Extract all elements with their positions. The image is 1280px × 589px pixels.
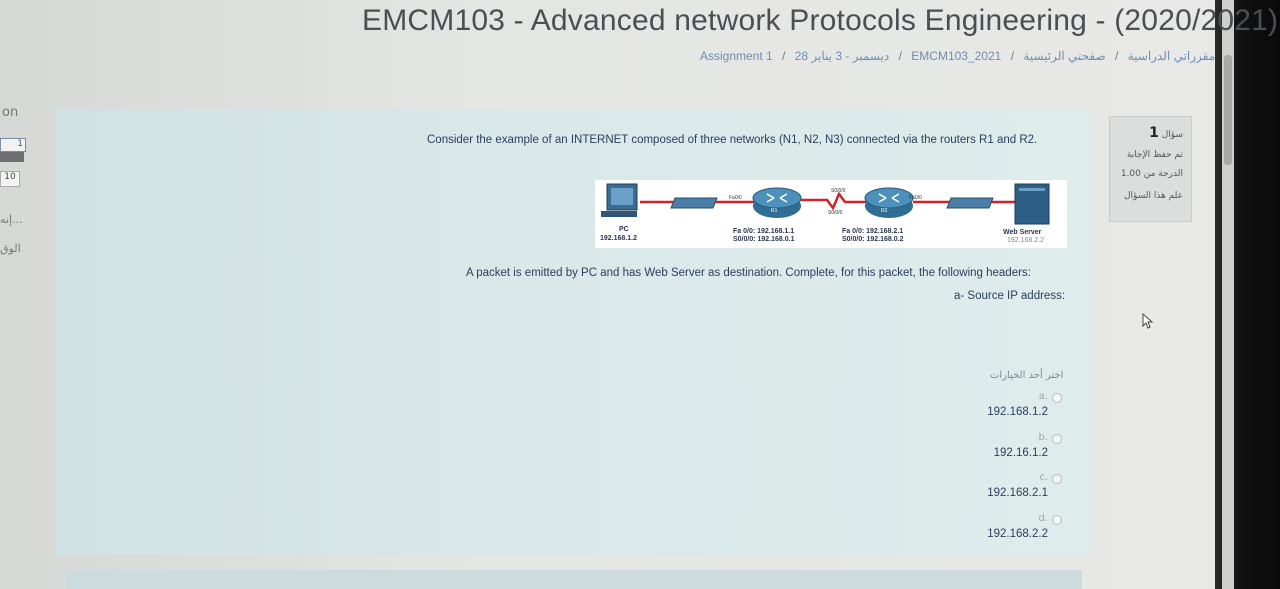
breadcrumb: Assignment 1 / 28 ديسمبر - 3 يناير / EMC…: [700, 49, 1215, 63]
option-value-b[interactable]: 192.16.1.2: [993, 447, 1048, 459]
breadcrumb-course[interactable]: EMCM103_2021: [911, 49, 1002, 63]
course-title: EMCM103 - Advanced network Protocols Eng…: [362, 4, 1279, 37]
finish-attempt-link[interactable]: إنه...: [0, 213, 23, 226]
flag-question-link[interactable]: علم هذا السؤال: [1124, 191, 1183, 201]
option-letter-c: c.: [1039, 472, 1048, 483]
breadcrumb-separator: /: [1115, 49, 1119, 63]
serial-link-r1-r2: [800, 191, 867, 211]
question-number: سؤال 1: [1146, 125, 1183, 141]
question-mark: الدرجة من 1.00: [1120, 169, 1183, 179]
option-letter-b: b.: [1038, 432, 1048, 443]
question-content-area: [55, 110, 1092, 555]
web-server-icon: [1014, 183, 1050, 225]
serial-top-label: S0/0/0: [831, 188, 846, 194]
radio-button-c[interactable]: [1052, 474, 1062, 484]
breadcrumb-separator: /: [898, 49, 902, 63]
question-label: سؤال: [1161, 130, 1183, 140]
r1-port-label: Fa0/0: [729, 195, 742, 201]
option-value-c[interactable]: 192.168.2.1: [987, 487, 1048, 499]
radio-button-d[interactable]: [1052, 515, 1062, 525]
serial-bottom-label: S0/0/0: [828, 210, 843, 216]
answer-option-c[interactable]: c. 192.168.2.1: [970, 472, 1062, 508]
pc-icon: [601, 183, 638, 217]
question-info-box: سؤال 1 تم حفظ الإجابة الدرجة من 1.00 علم…: [1109, 116, 1192, 222]
switch-1-icon: [670, 197, 718, 209]
option-value-a[interactable]: 192.168.1.2: [987, 406, 1048, 418]
breadcrumb-section[interactable]: 28 ديسمبر - 3 يناير: [794, 49, 890, 63]
answer-option-d[interactable]: d. 192.168.2.2: [970, 513, 1062, 549]
option-letter-d: d.: [1038, 513, 1048, 524]
breadcrumb-separator: /: [1010, 49, 1015, 63]
quiz-nav-question-10[interactable]: 10: [0, 171, 20, 187]
router-r2-icon: [864, 187, 914, 218]
answer-option-b[interactable]: b. 192.16.1.2: [970, 432, 1062, 468]
breadcrumb-activity[interactable]: Assignment 1: [700, 49, 773, 63]
radio-button-a[interactable]: [1052, 393, 1062, 403]
question-text: Consider the example of an INTERNET comp…: [427, 134, 1038, 146]
r1-name: R1: [771, 208, 778, 214]
network-diagram: PC 192.168.1.2 Fa0/0 R1 S0/0/0 S0/0/0 R2…: [595, 180, 1067, 248]
panel-heading-fragment: on: [2, 105, 19, 120]
pc-ip: 192.168.1.2: [600, 235, 637, 242]
breadcrumb-my-courses[interactable]: مقرراتي الدراسية: [1127, 49, 1216, 63]
web-server-label: Web Server: [1003, 229, 1042, 236]
scrollbar-thumb[interactable]: [1224, 55, 1232, 165]
radio-button-b[interactable]: [1052, 434, 1062, 444]
network-diagram-svg: [601, 183, 1050, 225]
question-number-value: 1: [1149, 125, 1159, 141]
time-left-label: الوق: [0, 242, 21, 255]
web-server-ip: 192.168.2.2: [1007, 237, 1044, 244]
r2-name: R2: [881, 208, 888, 214]
r1-fa-address: Fa 0/0: 192.168.1.1: [733, 228, 795, 235]
r2-fa-address: Fa 0/0: 192.168.2.1: [842, 228, 904, 235]
pc-label: PC: [619, 226, 629, 233]
r1-serial-address: S0/0/0: 192.168.0.1: [733, 236, 795, 243]
next-question-area: [66, 570, 1082, 589]
answer-option-a[interactable]: a. 192.168.1.2: [970, 391, 1062, 427]
quiz-nav-answered-indicator: [0, 152, 24, 162]
question-status: تم حفظ الإجابة: [1126, 150, 1183, 160]
question-prompt: A packet is emitted by PC and has Web Se…: [466, 267, 1031, 279]
r2-serial-address: S0/0/0: 192.168.0.2: [842, 236, 904, 243]
router-r1-icon: [752, 187, 802, 218]
breadcrumb-separator: /: [782, 49, 786, 63]
option-letter-a: a.: [1038, 391, 1048, 402]
r2-port-label: Fa0/0: [909, 195, 922, 201]
mouse-cursor-icon: [1142, 313, 1154, 329]
choose-one-label: اختر أحد الخيارات: [990, 370, 1064, 381]
quiz-nav-question-1[interactable]: 1: [0, 138, 26, 152]
breadcrumb-home[interactable]: صفحتي الرئيسية: [1023, 49, 1106, 63]
switch-2-icon: [946, 197, 994, 209]
option-value-d[interactable]: 192.168.2.2: [987, 528, 1048, 540]
subquestion-label: a- Source IP address:: [954, 290, 1066, 302]
quiz-navigation-panel: on 1 10 إنه... الوق: [0, 100, 40, 300]
